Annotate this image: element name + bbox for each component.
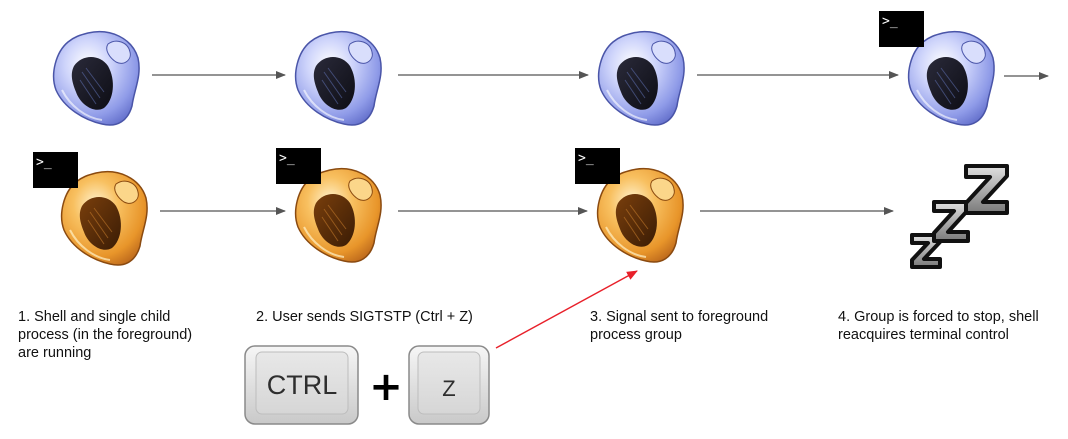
- terminal-prompt: >_: [36, 155, 52, 170]
- svg-text:1. Shell and single child: 1. Shell and single child: [18, 309, 170, 325]
- ctrl-keycap: CTRL: [244, 345, 359, 425]
- blue-shell-icon: [52, 30, 141, 127]
- svg-text:2. User sends SIGTSTP (Ctrl +: 2. User sends SIGTSTP (Ctrl + Z): [256, 309, 473, 325]
- z-key-label: Z: [442, 376, 455, 401]
- terminal-prompt: >_: [279, 151, 295, 166]
- svg-text:reacquires terminal control: reacquires terminal control: [838, 327, 1009, 343]
- z-keycap: Z: [408, 345, 490, 425]
- caption-step-1: 1. Shell and single child process (in th…: [18, 309, 192, 361]
- svg-text:are running: are running: [18, 345, 91, 361]
- terminal-icon: >_: [575, 148, 620, 184]
- blue-shell-icon: [597, 30, 686, 127]
- plus-sign: +: [369, 364, 403, 410]
- signal-arrow: [495, 270, 638, 349]
- ctrl-key-label: CTRL: [267, 370, 338, 400]
- svg-text:3. Signal sent to foreground: 3. Signal sent to foreground: [590, 309, 768, 325]
- caption-step-4: 4. Group is forced to stop, shell reacqu…: [838, 309, 1039, 343]
- terminal-prompt: >_: [882, 14, 898, 29]
- svg-text:process group: process group: [590, 327, 682, 343]
- blue-shell-icon: [294, 30, 383, 127]
- terminal-prompt: >_: [578, 151, 594, 166]
- sleep-zzz-icon: Z Z Z: [910, 164, 1009, 269]
- terminal-icon: >_: [276, 148, 321, 184]
- caption-step-3: 3. Signal sent to foreground process gro…: [590, 309, 768, 343]
- svg-text:4. Group is forced to stop, sh: 4. Group is forced to stop, shell: [838, 309, 1039, 325]
- caption-step-2: 2. User sends SIGTSTP (Ctrl + Z): [256, 309, 473, 325]
- svg-text:process (in the foreground): process (in the foreground): [18, 327, 192, 343]
- terminal-icon: >_: [33, 152, 78, 188]
- terminal-icon: >_: [879, 11, 924, 47]
